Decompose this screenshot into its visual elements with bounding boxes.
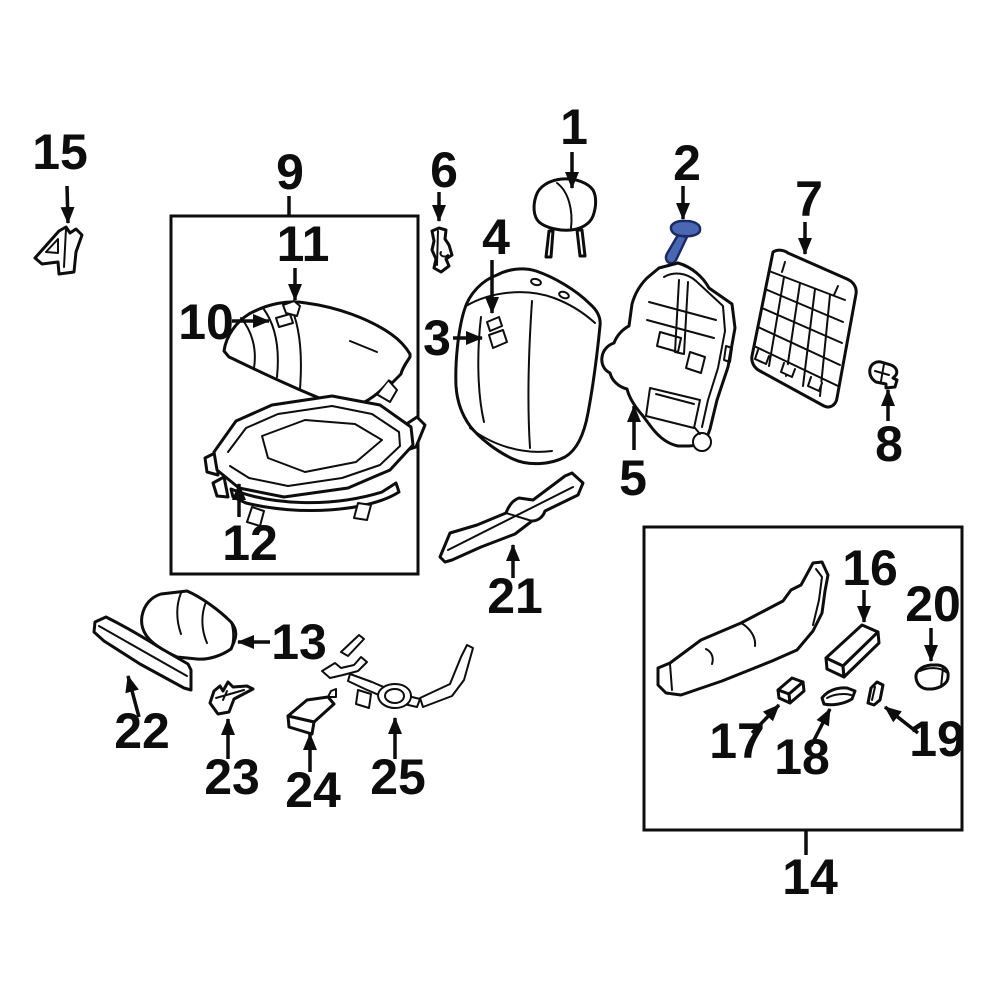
part-5-seatback-frame-drawing bbox=[600, 261, 737, 452]
part-18-handle-drawing bbox=[820, 686, 857, 707]
callout-4-label: 4 bbox=[482, 209, 510, 265]
callout-5-label: 5 bbox=[619, 450, 647, 506]
callout-21-label: 21 bbox=[487, 568, 543, 624]
part-25-wire-harness-drawing bbox=[321, 634, 474, 709]
callout-23-label: 23 bbox=[204, 749, 260, 805]
callout-1-label: 1 bbox=[560, 99, 588, 155]
callout-11-label: 11 bbox=[277, 216, 330, 272]
callout-13-label: 13 bbox=[271, 614, 327, 670]
callout-22-arrow bbox=[125, 675, 141, 718]
part-10-clip-drawing bbox=[275, 313, 294, 328]
callout-7-label: 7 bbox=[795, 171, 823, 227]
callout-17-label: 17 bbox=[709, 713, 765, 769]
part-7-seatback-panel-drawing bbox=[750, 248, 858, 409]
part-9-cushion-cover-drawing bbox=[222, 300, 412, 412]
callout-15-label: 15 bbox=[32, 124, 88, 180]
part-17-switch-drawing bbox=[776, 676, 806, 705]
part-3-clip-drawing bbox=[486, 316, 508, 349]
callout-9-label: 9 bbox=[276, 144, 304, 200]
callout-2-label: 2 bbox=[673, 135, 701, 191]
part-11-clip-drawing bbox=[282, 300, 301, 317]
part-14-side-shield-drawing bbox=[656, 560, 830, 697]
part-2-bolt-highlighted-drawing bbox=[664, 219, 702, 265]
callout-6-label: 6 bbox=[430, 142, 458, 198]
callout-3-label: 3 bbox=[423, 310, 451, 366]
part-16-switch-drawing bbox=[824, 623, 881, 679]
callout-19-arrow bbox=[883, 705, 920, 735]
callout-10-label: 10 bbox=[178, 294, 234, 350]
part-13-bolster-pad-drawing bbox=[140, 589, 238, 661]
part-23-bracket-drawing bbox=[208, 680, 255, 716]
callout-14-label: 14 bbox=[782, 849, 838, 905]
part-6-headrest-guide-drawing bbox=[430, 226, 454, 274]
callout-22-label: 22 bbox=[114, 703, 170, 759]
callout-18-arrow bbox=[809, 708, 832, 747]
part-22-trim-strip-drawing bbox=[92, 615, 193, 692]
part-21-side-trim-drawing bbox=[438, 471, 585, 564]
callout-25-label: 25 bbox=[370, 749, 426, 805]
callout-15-arrow bbox=[60, 185, 75, 224]
callout-16-label: 16 bbox=[842, 540, 898, 596]
callout-20-label: 20 bbox=[905, 576, 961, 632]
callout-8-label: 8 bbox=[875, 416, 903, 472]
part-1-headrest-drawing bbox=[532, 177, 598, 259]
part-8-clip-drawing bbox=[868, 360, 899, 390]
part-15-side-cover-drawing bbox=[33, 225, 84, 276]
part-12-seat-track-drawing bbox=[203, 394, 427, 527]
callout-19-label: 19 bbox=[909, 711, 965, 767]
callout-18-label: 18 bbox=[774, 729, 830, 785]
part-20-knob-drawing bbox=[914, 663, 950, 691]
part-24-module-drawing bbox=[286, 688, 337, 736]
callout-12-label: 12 bbox=[222, 515, 278, 571]
callout-17-arrow bbox=[750, 703, 781, 735]
part-19-cap-drawing bbox=[866, 680, 885, 707]
callout-24-label: 24 bbox=[285, 762, 341, 818]
part-4-seatback-cushion-drawing bbox=[454, 267, 602, 466]
